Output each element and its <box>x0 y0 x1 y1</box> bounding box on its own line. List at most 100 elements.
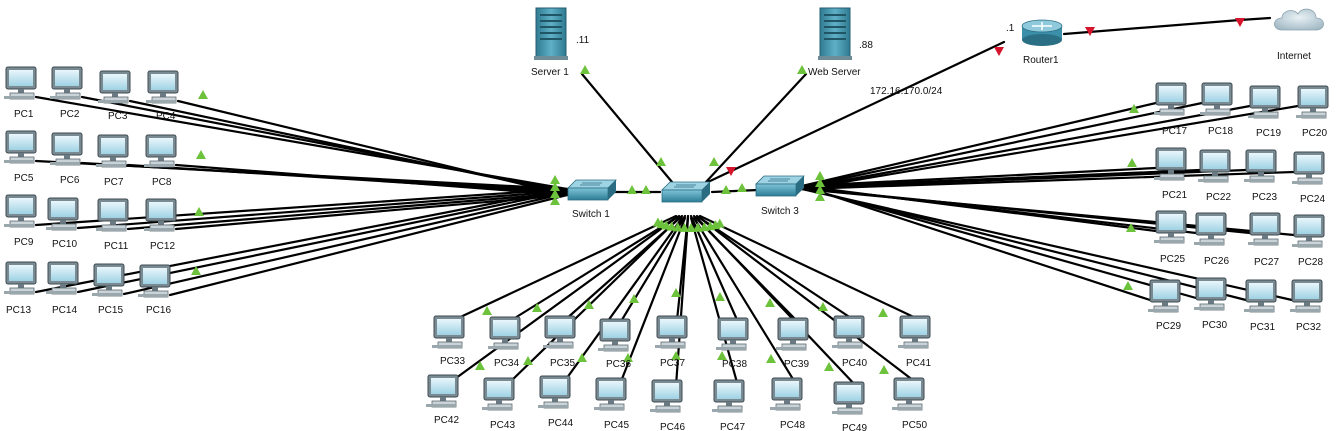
pc-label: PC8 <box>152 177 172 188</box>
link-up-marker <box>198 90 208 99</box>
pc-label: PC49 <box>842 423 867 431</box>
link-pc8 <box>174 163 569 197</box>
internet-cloud[interactable] <box>1274 8 1324 31</box>
webserver[interactable] <box>818 7 852 60</box>
pc-pc38[interactable] <box>716 317 749 351</box>
pc-pc29[interactable] <box>1148 279 1181 313</box>
link-up-marker <box>641 185 651 194</box>
pc-pc11[interactable] <box>96 198 129 232</box>
pc-pc9[interactable] <box>4 194 37 228</box>
internet-label: Internet <box>1277 51 1311 62</box>
pc-pc27[interactable] <box>1248 212 1281 246</box>
pc-pc26[interactable] <box>1194 212 1227 246</box>
router1[interactable] <box>1021 19 1063 46</box>
pc-pc34[interactable] <box>488 316 521 350</box>
pc-pc37[interactable] <box>655 315 688 349</box>
link-up-marker <box>715 292 725 301</box>
pc-pc16[interactable] <box>138 264 171 298</box>
pc-pc35[interactable] <box>543 315 576 349</box>
link-pc17 <box>800 101 1158 188</box>
link-up-marker <box>818 302 828 311</box>
link-pc19 <box>800 104 1252 190</box>
pc-pc28[interactable] <box>1292 214 1325 248</box>
pc-pc12[interactable] <box>144 198 177 232</box>
pc-pc21[interactable] <box>1154 147 1187 181</box>
pc-pc48[interactable] <box>770 377 803 411</box>
pc-pc17[interactable] <box>1154 82 1187 116</box>
pc-pc20[interactable] <box>1296 85 1329 119</box>
link-up-marker <box>766 354 776 363</box>
pc-pc23[interactable] <box>1244 149 1277 183</box>
pc-pc39[interactable] <box>776 317 809 351</box>
pc-pc50[interactable] <box>892 377 925 411</box>
pc-pc24[interactable] <box>1292 151 1325 185</box>
pc-label: PC15 <box>98 305 123 316</box>
pc-pc36[interactable] <box>598 318 631 352</box>
pc-label: PC34 <box>494 358 519 369</box>
switch3-label: Switch 3 <box>761 206 799 217</box>
router1-label: Router1 <box>1023 55 1059 66</box>
pc-pc5[interactable] <box>4 130 37 164</box>
pc-pc15[interactable] <box>92 263 125 297</box>
link-up-marker <box>550 189 560 198</box>
pc-pc18[interactable] <box>1200 82 1233 116</box>
pc-pc22[interactable] <box>1198 149 1231 183</box>
link-server1 <box>580 72 674 184</box>
pc-pc42[interactable] <box>426 374 459 408</box>
pc-pc40[interactable] <box>832 315 865 349</box>
pc-label: PC14 <box>52 305 77 316</box>
link-up-marker <box>717 351 727 360</box>
link-up-marker <box>1129 104 1139 113</box>
pc-pc25[interactable] <box>1154 210 1187 244</box>
pc-pc3[interactable] <box>98 70 131 104</box>
pc-label: PC24 <box>1300 194 1325 205</box>
pc-label: PC45 <box>604 420 629 431</box>
pc-pc1[interactable] <box>4 66 37 100</box>
link-up-marker <box>1127 158 1137 167</box>
pc-pc44[interactable] <box>538 375 571 409</box>
pc-pc41[interactable] <box>898 315 931 349</box>
pc-label: PC6 <box>60 175 80 186</box>
link-up-marker <box>815 171 825 180</box>
switch3[interactable] <box>755 175 805 197</box>
pc-label: PC2 <box>60 109 80 120</box>
pc-label: PC17 <box>1162 126 1187 137</box>
pc-label: PC4 <box>156 111 176 122</box>
pc-pc8[interactable] <box>144 134 177 168</box>
link-up-marker <box>714 218 725 228</box>
switch2[interactable] <box>661 181 711 203</box>
switch1[interactable] <box>567 179 617 201</box>
switch1-label: Switch 1 <box>572 209 610 220</box>
pc-pc19[interactable] <box>1248 85 1281 119</box>
pc-pc2[interactable] <box>50 66 83 100</box>
pc-label: PC46 <box>660 422 685 431</box>
pc-pc45[interactable] <box>594 377 627 411</box>
pc-pc7[interactable] <box>96 134 129 168</box>
pc-label: PC35 <box>550 358 575 369</box>
link-pc36 <box>618 214 687 325</box>
pc-pc4[interactable] <box>146 70 179 104</box>
pc-pc31[interactable] <box>1244 279 1277 313</box>
link-up-marker <box>1126 223 1136 232</box>
pc-pc6[interactable] <box>50 132 83 166</box>
pc-label: PC20 <box>1302 128 1327 139</box>
pc-label: PC31 <box>1250 322 1275 333</box>
link-up-marker <box>196 150 206 159</box>
link-pc29 <box>800 184 1152 302</box>
server1[interactable] <box>534 7 568 60</box>
link-up-marker <box>737 183 747 192</box>
pc-pc14[interactable] <box>46 261 79 295</box>
pc-pc33[interactable] <box>432 315 465 349</box>
link-up-marker <box>627 185 637 194</box>
link-pc21 <box>800 166 1158 188</box>
pc-pc49[interactable] <box>832 381 865 415</box>
pc-pc10[interactable] <box>46 197 79 231</box>
pc-pc30[interactable] <box>1194 277 1227 311</box>
devices-layer <box>4 7 1329 415</box>
pc-pc46[interactable] <box>650 379 683 413</box>
pc-pc13[interactable] <box>4 261 37 295</box>
pc-pc32[interactable] <box>1290 279 1323 313</box>
pc-pc43[interactable] <box>482 377 515 411</box>
pc-pc47[interactable] <box>712 379 745 413</box>
